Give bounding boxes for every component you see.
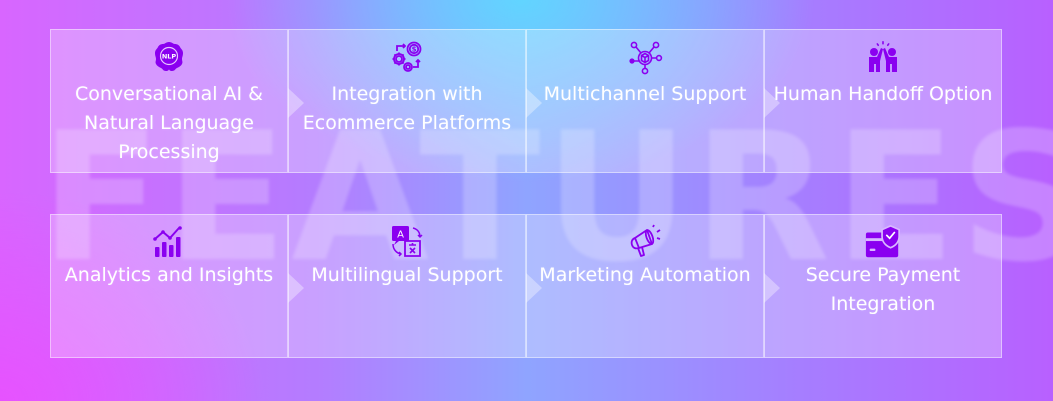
high-five-icon — [864, 38, 902, 76]
feature-title: Integration with Ecommerce Platforms — [302, 83, 512, 134]
feature-card-ecommerce-integration: $ Integration with Ecommerce Platforms — [288, 29, 526, 173]
svg-text:NLP: NLP — [162, 53, 177, 61]
feature-title: Analytics and Insights — [64, 264, 274, 286]
features-row-2: Analytics and Insights A Multilingual Su… — [50, 214, 1002, 358]
feature-title: Human Handoff Option — [773, 83, 993, 105]
chevron-right-icon — [526, 273, 542, 303]
chevron-right-icon — [526, 88, 542, 118]
secure-card-icon — [864, 223, 902, 261]
feature-title: Multilingual Support — [311, 264, 503, 286]
network-hub-icon — [626, 38, 664, 76]
feature-title: Multichannel Support — [543, 83, 747, 105]
feature-card-secure-payment: Secure Payment Integration — [764, 214, 1002, 358]
chevron-right-icon — [288, 88, 304, 118]
svg-text:$: $ — [412, 46, 417, 54]
chevron-right-icon — [288, 273, 304, 303]
nlp-brain-icon: NLP — [150, 38, 188, 76]
megaphone-icon — [626, 223, 664, 261]
chevron-right-icon — [764, 88, 780, 118]
chevron-right-icon — [764, 273, 780, 303]
svg-text:A: A — [397, 230, 404, 241]
gears-dollar-icon: $ — [388, 38, 426, 76]
feature-card-multichannel: Multichannel Support — [526, 29, 764, 173]
translate-icon: A — [388, 223, 426, 261]
feature-card-marketing-automation: Marketing Automation — [526, 214, 764, 358]
feature-title: Secure Payment Integration — [805, 264, 961, 315]
features-row-1: NLP Conversational AI & Natural Language… — [50, 29, 1002, 173]
analytics-chart-icon — [150, 223, 188, 261]
feature-title: Marketing Automation — [539, 264, 751, 286]
feature-title: Conversational AI & Natural Language Pro… — [74, 83, 264, 163]
features-grid: NLP Conversational AI & Natural Language… — [50, 29, 1002, 358]
feature-card-human-handoff: Human Handoff Option — [764, 29, 1002, 173]
feature-card-conversational-ai: NLP Conversational AI & Natural Language… — [50, 29, 288, 173]
feature-card-analytics: Analytics and Insights — [50, 214, 288, 358]
feature-card-multilingual: A Multilingual Support — [288, 214, 526, 358]
